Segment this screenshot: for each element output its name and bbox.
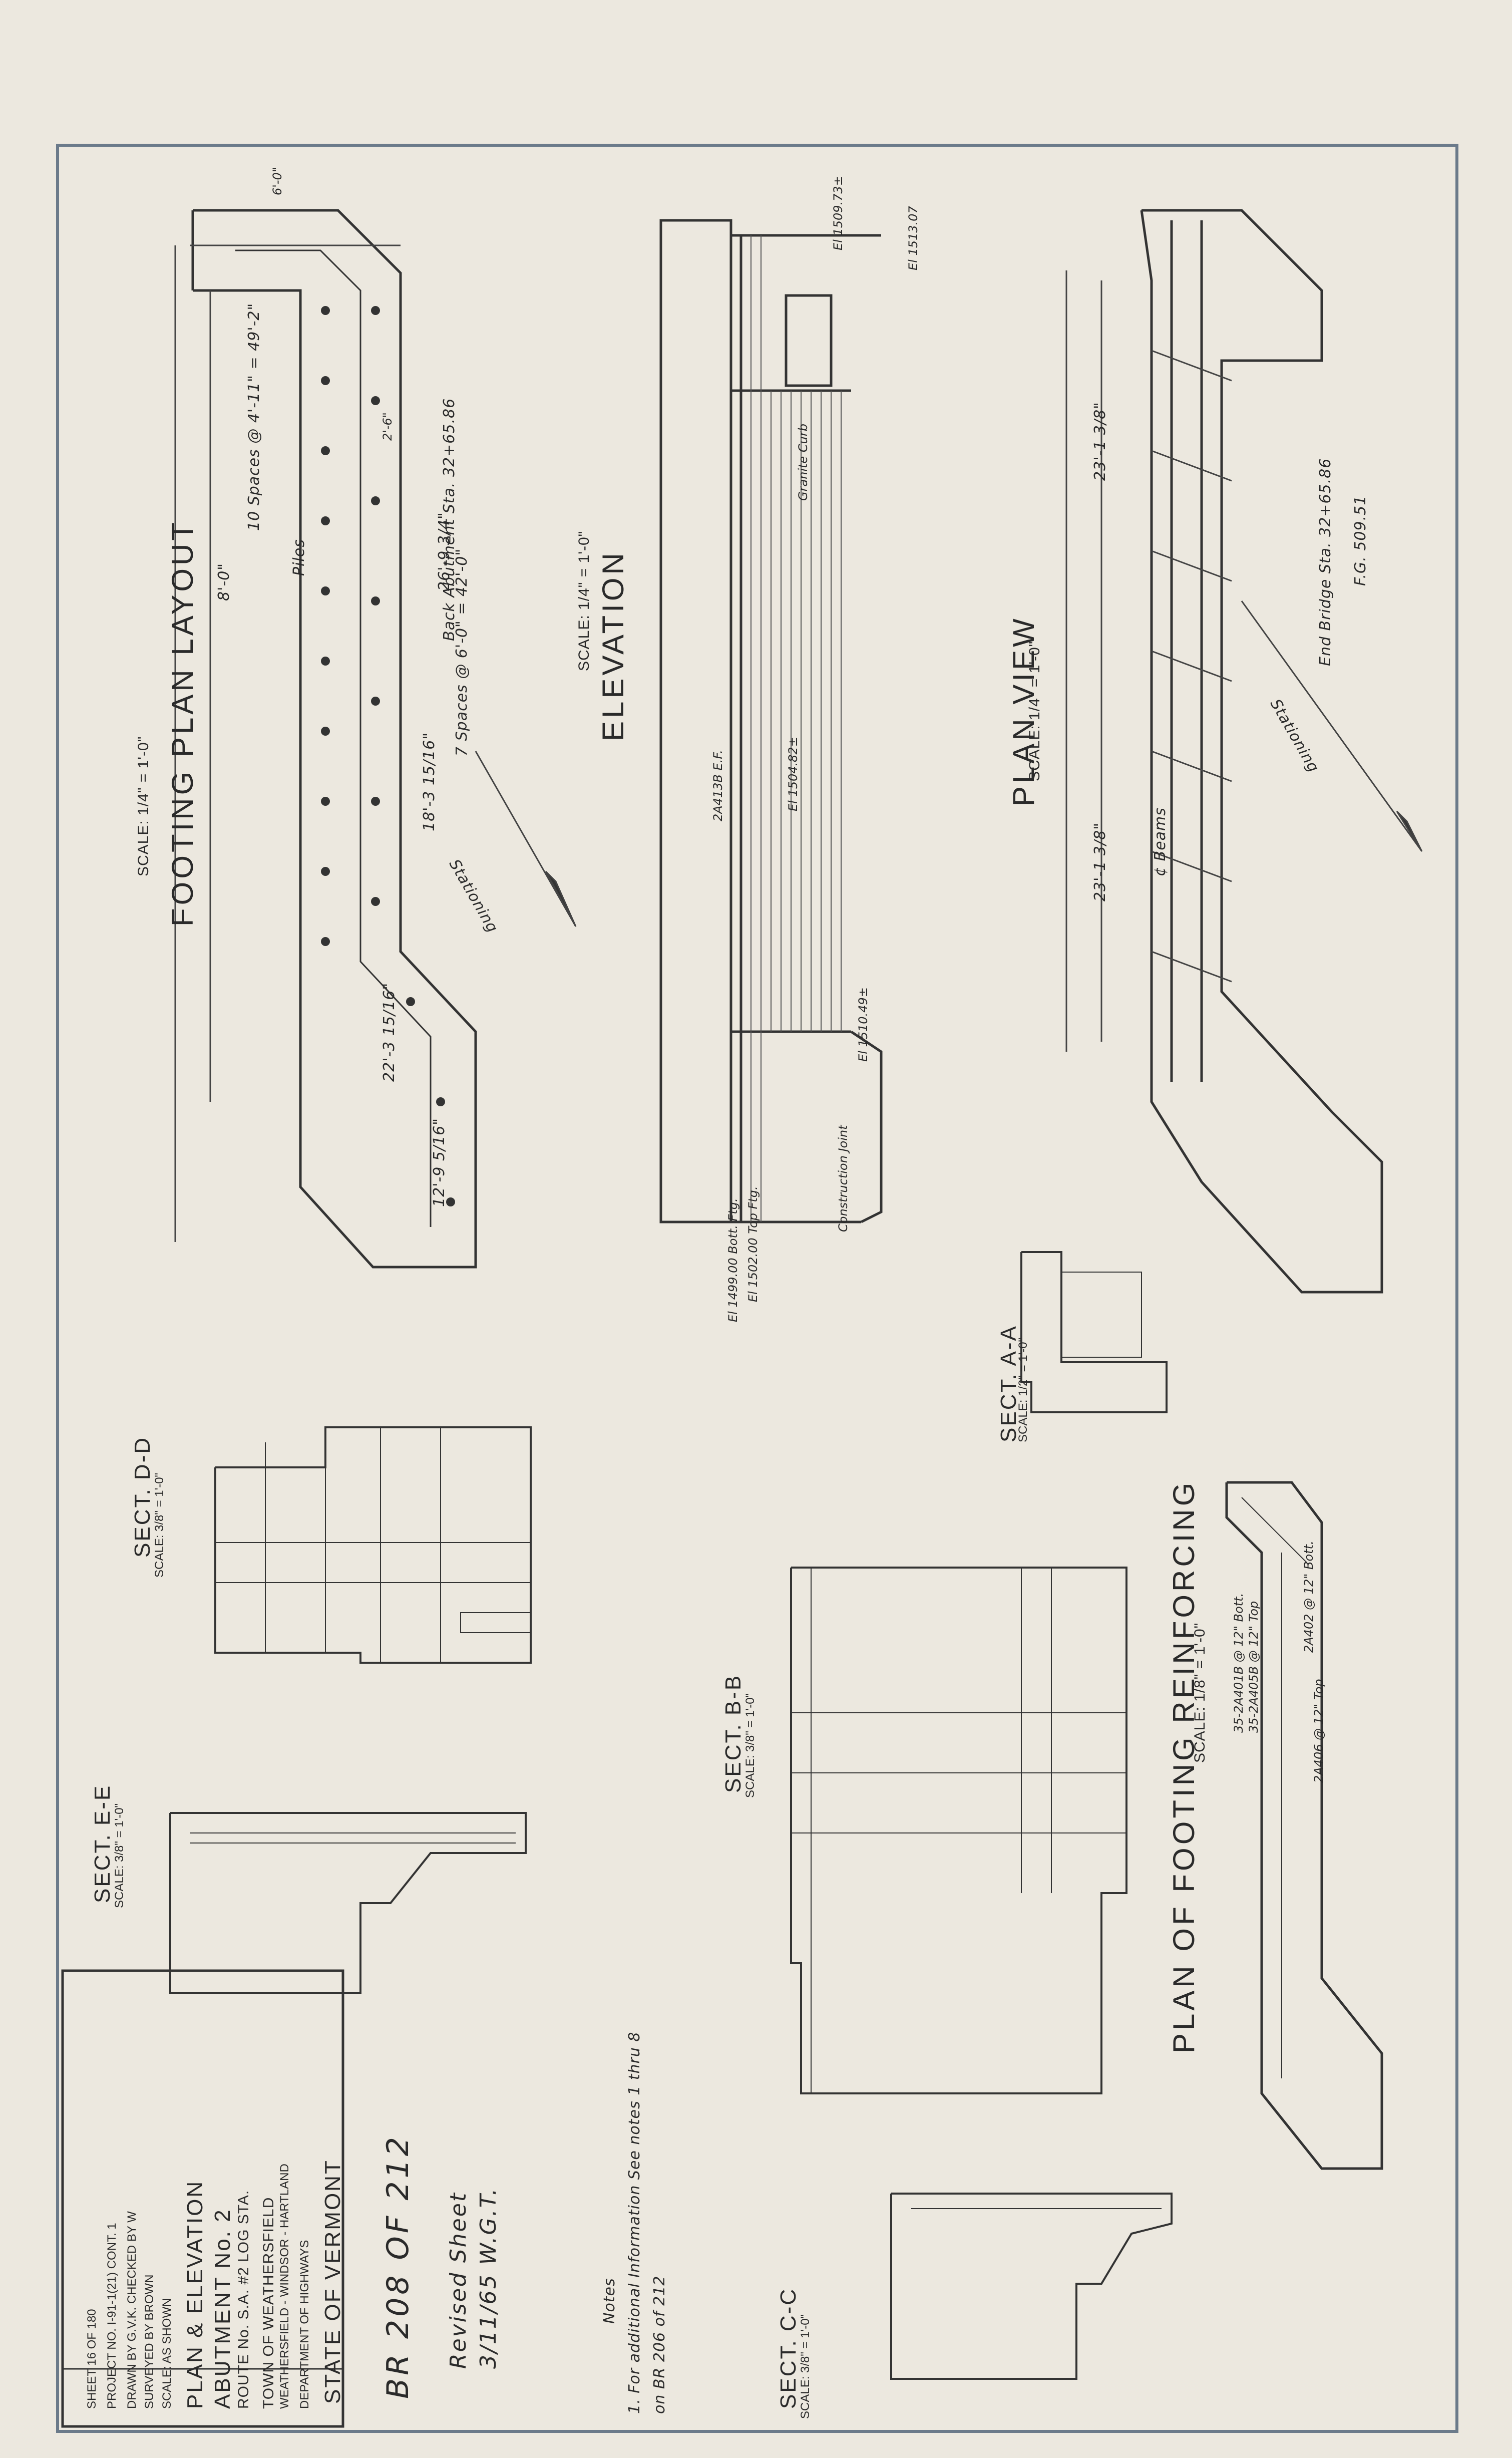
elevation-2a413b: 2A413B E.F. [711, 750, 725, 821]
sect-aa-outline [1020, 1251, 1168, 1413]
title-drawn: DRAWN BY G.V.K. CHECKED BY W [125, 2211, 139, 2409]
sect-ee-scale: SCALE: 3/8" = 1'-0" [113, 1803, 126, 1908]
footing-plan-dim-7spaces: 18'-3 15/16" [421, 732, 438, 831]
title-sheet: SHEET 16 OF 180 [85, 2309, 99, 2409]
elevation-top-ftg: El 1502.00 Top Ftg. [746, 1186, 760, 1302]
elevation-el-1509: El 1509.73± [831, 176, 845, 250]
title-plan-elev: PLAN & ELEVATION [183, 2180, 207, 2409]
title-abutment: ABUTMENT No. 2 [210, 2208, 235, 2409]
notes-line-2: on BR 206 of 212 [651, 2275, 668, 2414]
elevation-el-1513: El 1513.07 [906, 206, 920, 270]
title-towns: WEATHERSFIELD - WINDSOR - HARTLAND [278, 2164, 291, 2409]
footing-plan-dim-6ft: 6'-0" [270, 167, 284, 195]
back-abutment-label: Back Abutment Sta. 32+65.86 [441, 398, 458, 641]
sheet-border [56, 144, 1458, 2433]
reinf-2a406: 2A406 @ 12" Top [1312, 1679, 1326, 1783]
footing-plan-layout-title: FOOTING PLAN LAYOUT [166, 519, 199, 927]
revision-line-1: Revised Sheet [446, 2191, 471, 2369]
sect-ee-outline [169, 1812, 527, 1994]
reinf-2a402: 2A402 @ 12" Bott. [1302, 1541, 1316, 1653]
footing-plan-dim-24: 22'-3 15/16" [381, 982, 398, 1082]
reinf-35-2a401b: 35-2A401B @ 12" Bott. [1232, 1593, 1246, 1733]
title-town-of: TOWN OF WEATHERSFIELD [260, 2197, 277, 2409]
footing-plan-outline [191, 209, 477, 1269]
elevation-el-1510-49: El 1510.49± [856, 987, 870, 1062]
title-project: PROJECT NO. I-91-1(21) CONT. 1 [105, 2223, 119, 2409]
elevation-el-1505-15: El 1504.82± [786, 737, 800, 811]
elevation-bott-ftg: El 1499.00 Bott. Ftg. [726, 1198, 740, 1322]
footing-reinforcing-outline [1225, 1481, 1383, 2170]
end-bridge-fg: F.G. 509.51 [1352, 495, 1369, 586]
sect-dd-title: SECT. D-D [130, 1436, 155, 1558]
title-surveyed: SURVEYED BY BROWN [143, 2274, 156, 2409]
sect-bb-title: SECT. B-B [721, 1674, 745, 1793]
elevation-title: ELEVATION [596, 550, 630, 741]
title-department: DEPARTMENT OF HIGHWAYS [298, 2240, 311, 2409]
revision-line-2: 3/11/65 W.G.T. [476, 2187, 501, 2369]
footing-plan-dim-12: 12'-9 5/16" [431, 1117, 448, 1207]
plan-view-outline [1140, 209, 1383, 1294]
notes-line-1: 1. For additional Information See notes … [626, 2031, 643, 2414]
footing-plan-dim-overall: 10 Spaces @ 4'-11" = 49'-2" [245, 302, 263, 531]
notes-title: Notes [601, 2278, 618, 2324]
elevation-scale: SCALE: 1/4" = 1'-0" [576, 530, 592, 671]
plan-view-dim-23b: 23'-1 3/8" [1091, 822, 1109, 901]
sect-cc-scale: SCALE: 3/8" = 1'-0" [799, 2314, 812, 2419]
footing-plan-dim-8ft: 2'-6" [381, 412, 395, 441]
sect-cc-title: SECT. C-C [776, 2287, 801, 2409]
footing-piles [321, 306, 455, 1206]
plan-view-dim-23: 23'-1 3/8" [1091, 402, 1109, 481]
title-state: STATE OF VERMONT [320, 2159, 345, 2404]
plan-view-scale: SCALE: 1/4" = 1'-0" [1026, 641, 1043, 781]
beams-label: ¢ Beams [1152, 807, 1169, 876]
sect-dd-scale: SCALE: 3/8" = 1'-0" [153, 1472, 166, 1578]
sect-ee-title: SECT. E-E [90, 1784, 115, 1903]
sect-bb-scale: SCALE: 3/8" = 1'-0" [743, 1693, 757, 1798]
construction-joint-label: Construction Joint [836, 1125, 850, 1233]
sect-dd-outline [214, 1426, 532, 1664]
end-bridge-label: End Bridge Sta. 32+65.86 [1317, 458, 1334, 666]
title-route: ROUTE No. S.A. #2 LOG STA. [235, 2190, 252, 2409]
title-block-frame [61, 1969, 344, 2428]
sheet-number: BR 208 OF 212 [381, 2134, 416, 2399]
piles-label: Piles [290, 539, 308, 576]
reinf-35-2a405b: 35-2A405B @ 12" Top [1247, 1601, 1261, 1733]
title-scale: SCALE: AS SHOWN [160, 2298, 174, 2409]
sect-cc-outline [890, 2193, 1173, 2380]
footing-plan-layout-scale: SCALE: 1/4" = 1'-0" [135, 736, 152, 876]
plan-footing-reinforcing-title: PLAN OF FOOTING REINFORCING [1167, 1479, 1201, 2053]
granite-curb-label: Granite Curb [796, 424, 810, 501]
footing-plan-dim-spaces: 8'-0" [215, 562, 233, 601]
sect-bb-outline [790, 1567, 1127, 2094]
sect-aa-scale: SCALE: 1/2" = 1'-0" [1016, 1337, 1030, 1442]
plan-footing-reinforcing-scale: SCALE: 1/8" = 1'-0" [1192, 1622, 1208, 1763]
